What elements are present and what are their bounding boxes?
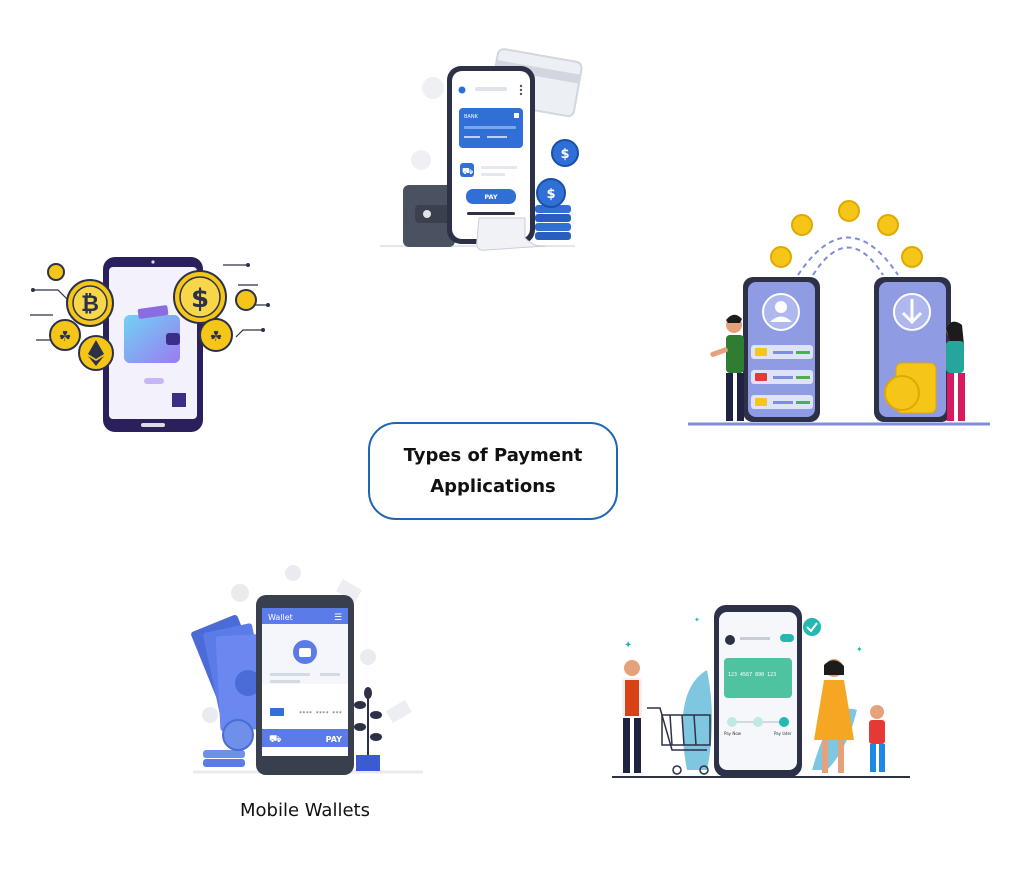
- center-title: Types of Payment Applications: [393, 440, 593, 502]
- sender-phone: [743, 277, 820, 422]
- bank-card-brand: BANK: [464, 114, 479, 120]
- center-title-box: Types of Payment Applications: [368, 422, 618, 520]
- small-coin-icon: [47, 263, 65, 281]
- svg-text:$: $: [546, 187, 555, 202]
- cart-icon: ⛟: [269, 734, 282, 745]
- bnpl-card-number: 123 4567 890 123: [728, 672, 776, 678]
- banknotes: [191, 614, 272, 732]
- coin-stack-icon: $: [535, 178, 571, 240]
- receipt-icon: [476, 217, 546, 251]
- coin-icon: [770, 200, 923, 268]
- leaf-decoration: [682, 670, 712, 770]
- sender-person: [710, 314, 744, 421]
- faint-coin-icon: [285, 565, 301, 581]
- faint-coin-icon: [360, 649, 376, 665]
- wallet-phone: Wallet ☰ **** **** *** ⛟ PAY: [256, 595, 354, 775]
- bnpl-illustration: 123 4567 890 123 Pay Now Pay later ✦: [612, 605, 910, 778]
- coin-stack-icon: [203, 719, 254, 767]
- shopper-woman: [814, 659, 854, 773]
- shopping-cart-icon: [647, 707, 711, 775]
- shopper-man: [622, 660, 642, 773]
- svg-text:☘: ☘: [59, 329, 72, 345]
- svg-text:✦: ✦: [694, 616, 700, 624]
- bnpl-phone: 123 4567 890 123 Pay Now Pay later: [714, 605, 802, 777]
- ethereum-coin-icon: [78, 335, 114, 371]
- svg-text:☘: ☘: [210, 329, 223, 345]
- pay-button: [466, 189, 516, 204]
- wallet-pay-label: PAY: [326, 735, 343, 744]
- plant: [354, 687, 382, 771]
- svg-text:₿: ₿: [81, 292, 99, 317]
- svg-text:✦: ✦: [624, 640, 632, 651]
- card-payment-illustration: BANK ⛟ PAY $ $: [380, 48, 583, 251]
- wallet-card-number: **** **** ***: [299, 711, 342, 717]
- pay-now-label: Pay Now: [724, 731, 742, 736]
- wallet-header-title: Wallet: [268, 613, 293, 622]
- dollar-coin-icon: $: [173, 270, 227, 324]
- svg-text:$: $: [191, 284, 209, 314]
- p2p-transfer-illustration: [688, 200, 990, 426]
- phone: BANK ⛟ PAY: [447, 66, 535, 244]
- center-title-line-2: Applications: [430, 476, 556, 497]
- receiver-person: [946, 321, 965, 421]
- check-icon: [803, 618, 821, 636]
- center-title-line-1: Types of Payment: [403, 445, 583, 466]
- svg-text:$: $: [560, 147, 569, 162]
- svg-text:✦: ✦: [856, 645, 863, 654]
- small-coin-icon: [235, 289, 257, 311]
- faint-coin-icon: [231, 584, 249, 602]
- transfer-arrow: [812, 246, 884, 276]
- dollar-coin-icon: $: [551, 139, 579, 167]
- faint-coin-icon: [202, 707, 218, 723]
- pay-button-label: PAY: [484, 193, 498, 201]
- mobile-wallets-caption: Mobile Wallets: [240, 800, 370, 821]
- faint-coin-icon: [422, 77, 444, 99]
- svg-text:⛟: ⛟: [462, 167, 473, 177]
- faint-coin-icon: [411, 150, 431, 170]
- child: [869, 705, 885, 772]
- ripple-coin-icon: ☘: [49, 319, 81, 351]
- mobile-wallet-illustration: Wallet ☰ **** **** *** ⛟ PAY: [191, 565, 423, 775]
- crypto-wallet-illustration: ₿ ☘ $ ☘: [30, 257, 270, 432]
- ripple-coin-icon: ☘: [199, 318, 233, 352]
- menu-icon: ☰: [334, 613, 342, 623]
- transfer-arrow: [797, 236, 899, 276]
- receiver-phone: [874, 277, 951, 422]
- pay-later-label: Pay later: [774, 731, 792, 736]
- bitcoin-coin-icon: ₿: [66, 279, 114, 327]
